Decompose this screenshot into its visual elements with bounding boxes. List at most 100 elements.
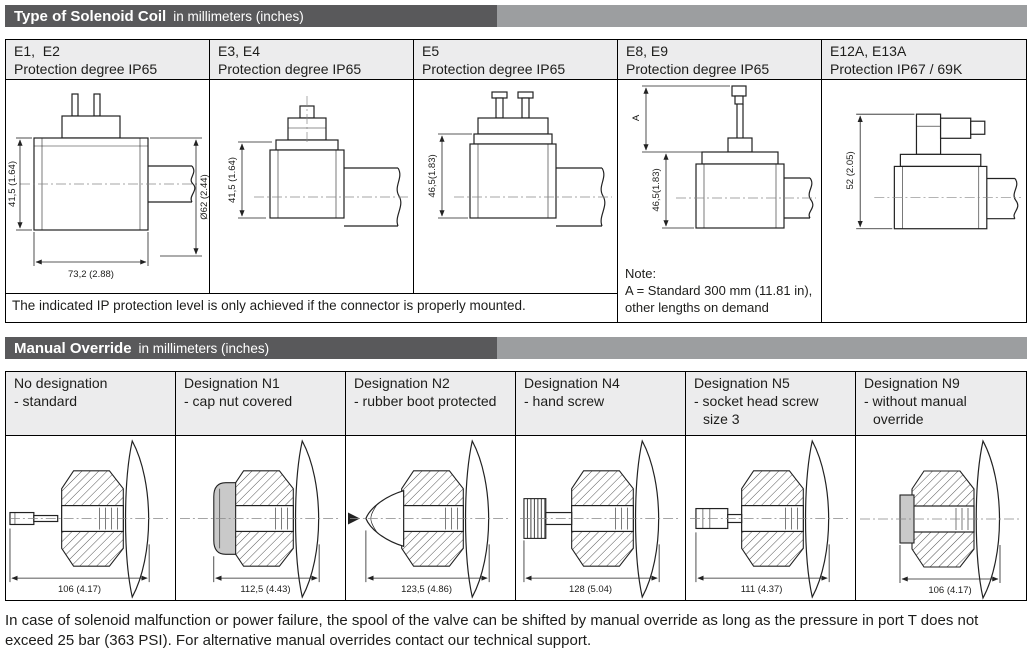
dim-cable-length-label: A (631, 114, 642, 121)
override-header-n4: Designation N4 - hand screw (516, 372, 686, 436)
coil-type-label: E8, E9 (626, 43, 669, 59)
override-designation-label: Designation N5 (694, 375, 790, 391)
solenoid-section-subtitle: in millimeters (inches) (173, 8, 304, 24)
coil-drawing-e5: 46,5(1.83) (427, 91, 612, 227)
dim-length-label: 106 (4.17) (928, 585, 971, 596)
coil-body-shape (469, 91, 606, 227)
valve-flange-shape (464, 439, 490, 599)
note-line: other lengths on demand (625, 300, 769, 316)
override-mechanism-shape (741, 470, 804, 567)
coil-type-label: E3, E4 (218, 43, 261, 59)
valve-flange-shape (124, 439, 150, 599)
solenoid-section-title: Type of Solenoid Coil (14, 7, 167, 25)
override-cell-n1: 112,5 (4.43) (176, 436, 346, 600)
solenoid-title-area: Type of Solenoid Coil in millimeters (in… (5, 5, 497, 27)
dim-length-label: 106 (4.17) (58, 584, 101, 595)
override-header-n9: Designation N9 - without manual override (856, 372, 1026, 436)
override-section-title-bar: Manual Override in millimeters (inches) (5, 337, 1027, 359)
coil-header-e1-e2: E1, E2 Protection degree IP65 (6, 40, 210, 80)
dim-width-label: 73,2 (2.88) (68, 269, 114, 280)
coil-dimension-lines: 41,5 (1.64) (227, 141, 272, 219)
override-description-label: - rubber boot protected (354, 392, 497, 409)
override-footer-text: In case of solenoid malfunction or power… (5, 612, 979, 650)
override-drawing-n5: 111 (4.37) (689, 439, 852, 599)
override-description-label: - without manual override (864, 392, 967, 427)
solenoid-coil-table: E1, E2 Protection degree IP65 E3, E4 Pro… (5, 39, 1027, 323)
override-description-label: - socket head screw size 3 (694, 392, 819, 427)
override-designation-label: Designation N1 (184, 375, 280, 391)
solenoid-section-title-bar: Type of Solenoid Coil in millimeters (in… (5, 5, 1027, 27)
override-designation-label: Designation N2 (354, 375, 450, 391)
override-drawing-n1: 112,5 (4.43) (179, 439, 342, 599)
coil-header-e3-e4: E3, E4 Protection degree IP65 (210, 40, 414, 80)
coil-body-shape (269, 105, 402, 227)
coil-cell-e3-e4: 41,5 (1.64) (210, 80, 414, 293)
dim-length-label: 128 (5.04) (569, 584, 612, 595)
override-dimension-lines: 106 (4.17) (9, 528, 150, 595)
override-header-n5: Designation N5 - socket head screw size … (686, 372, 856, 436)
coil-protection-label: Protection degree IP65 (14, 60, 158, 77)
coil-dimension-lines: 52 (2.05) (845, 113, 915, 230)
override-description-label: - hand screw (524, 392, 605, 409)
coil-type-label: E1, E2 (14, 43, 60, 59)
override-title-bar-filler (497, 337, 1027, 359)
coil-protection-label: Protection degree IP65 (626, 60, 770, 77)
coil-body-shape (33, 93, 196, 231)
dim-length-label: 111 (4.37) (741, 584, 783, 595)
coil-type-label: E12A, E13A (830, 43, 907, 59)
coil-body-shape (893, 113, 1019, 230)
override-header-standard: No designation - standard (6, 372, 176, 436)
ip-protection-footnote: The indicated IP protection level is onl… (6, 293, 618, 322)
override-drawing-n2: 123,5 (4.86) (347, 439, 512, 599)
coil-protection-label: Protection degree IP65 (422, 60, 566, 77)
note-line: A = Standard 300 mm (11.81 in), (625, 283, 813, 299)
coil-protection-label: Protection IP67 / 69K (830, 60, 963, 77)
coil-type-label: E5 (422, 43, 440, 59)
override-cell-n4: 128 (5.04) (516, 436, 686, 600)
dim-height-label: 46,5(1.83) (651, 168, 662, 211)
valve-flange-shape (634, 439, 660, 599)
override-drawing-standard: 106 (4.17) (9, 439, 172, 599)
coil-cell-e1-e2: 41,5 (1.64) Ø62 (2.44) 73,2 (2.88) (6, 80, 210, 293)
coil-cell-e5: 46,5(1.83) (414, 80, 618, 293)
override-cell-n2: 123,5 (4.86) (346, 436, 516, 600)
override-header-n2: Designation N2 - rubber boot protected (346, 372, 516, 436)
override-dimension-lines: 112,5 (4.43) (213, 544, 320, 595)
coil-body-shape (695, 85, 814, 229)
override-designation-label: No designation (14, 375, 108, 391)
coil-dimension-lines: 46,5(1.83) (427, 133, 472, 219)
note-line: Note: (625, 266, 657, 282)
override-drawing-n9: 106 (4.17) (860, 438, 1022, 600)
override-designation-label: Designation N9 (864, 375, 960, 391)
override-title-area: Manual Override in millimeters (inches) (5, 337, 497, 359)
coil-drawing-e8-e9: A 46,5(1.83) (631, 85, 816, 229)
coil-dimension-lines: 41,5 (1.64) Ø62 (2.44) 73,2 (2.88) (7, 137, 209, 280)
override-section-title: Manual Override (14, 339, 132, 357)
coil-drawing-e12a-e13a: 52 (2.05) (845, 113, 1021, 230)
coil-drawing-e1-e2: 41,5 (1.64) Ø62 (2.44) 73,2 (2.88) (7, 93, 209, 280)
coil-drawing-e3-e4: 41,5 (1.64) (227, 96, 408, 227)
valve-flange-shape (804, 439, 830, 599)
dim-length-label: 123,5 (4.86) (401, 584, 452, 595)
override-section-subtitle: in millimeters (inches) (138, 340, 270, 356)
override-cell-standard: 106 (4.17) (6, 436, 176, 600)
coil-cell-e12a-e13a: 52 (2.05) (822, 80, 1026, 322)
override-drawing-n4: 128 (5.04) (519, 439, 682, 599)
valve-flange-shape (294, 439, 320, 599)
dim-height-label: 52 (2.05) (845, 151, 856, 189)
coil-dimension-lines: A 46,5(1.83) (631, 85, 730, 229)
override-description-label: - standard (14, 392, 78, 409)
override-designation-label: Designation N4 (524, 375, 620, 391)
override-dimension-lines: 128 (5.04) (523, 540, 660, 595)
override-dimension-lines: 106 (4.17) (899, 544, 1001, 596)
manual-override-table: No designation - standard Designation N1… (5, 371, 1027, 601)
coil-cell-e8-e9: A 46,5(1.83) Note: A = Standard 300 mm (… (618, 80, 822, 322)
override-header-n1: Designation N1 - cap nut covered (176, 372, 346, 436)
coil-cable-note: Note: A = Standard 300 mm (11.81 in), ot… (625, 266, 812, 317)
coil-header-e8-e9: E8, E9 Protection degree IP65 (618, 40, 822, 80)
override-dimension-lines: 111 (4.37) (695, 532, 830, 595)
override-description-label: - cap nut covered (184, 392, 293, 409)
coil-header-e5: E5 Protection degree IP65 (414, 40, 618, 80)
coil-protection-label: Protection degree IP65 (218, 60, 362, 77)
dim-height-label: 41,5 (1.64) (7, 161, 18, 207)
